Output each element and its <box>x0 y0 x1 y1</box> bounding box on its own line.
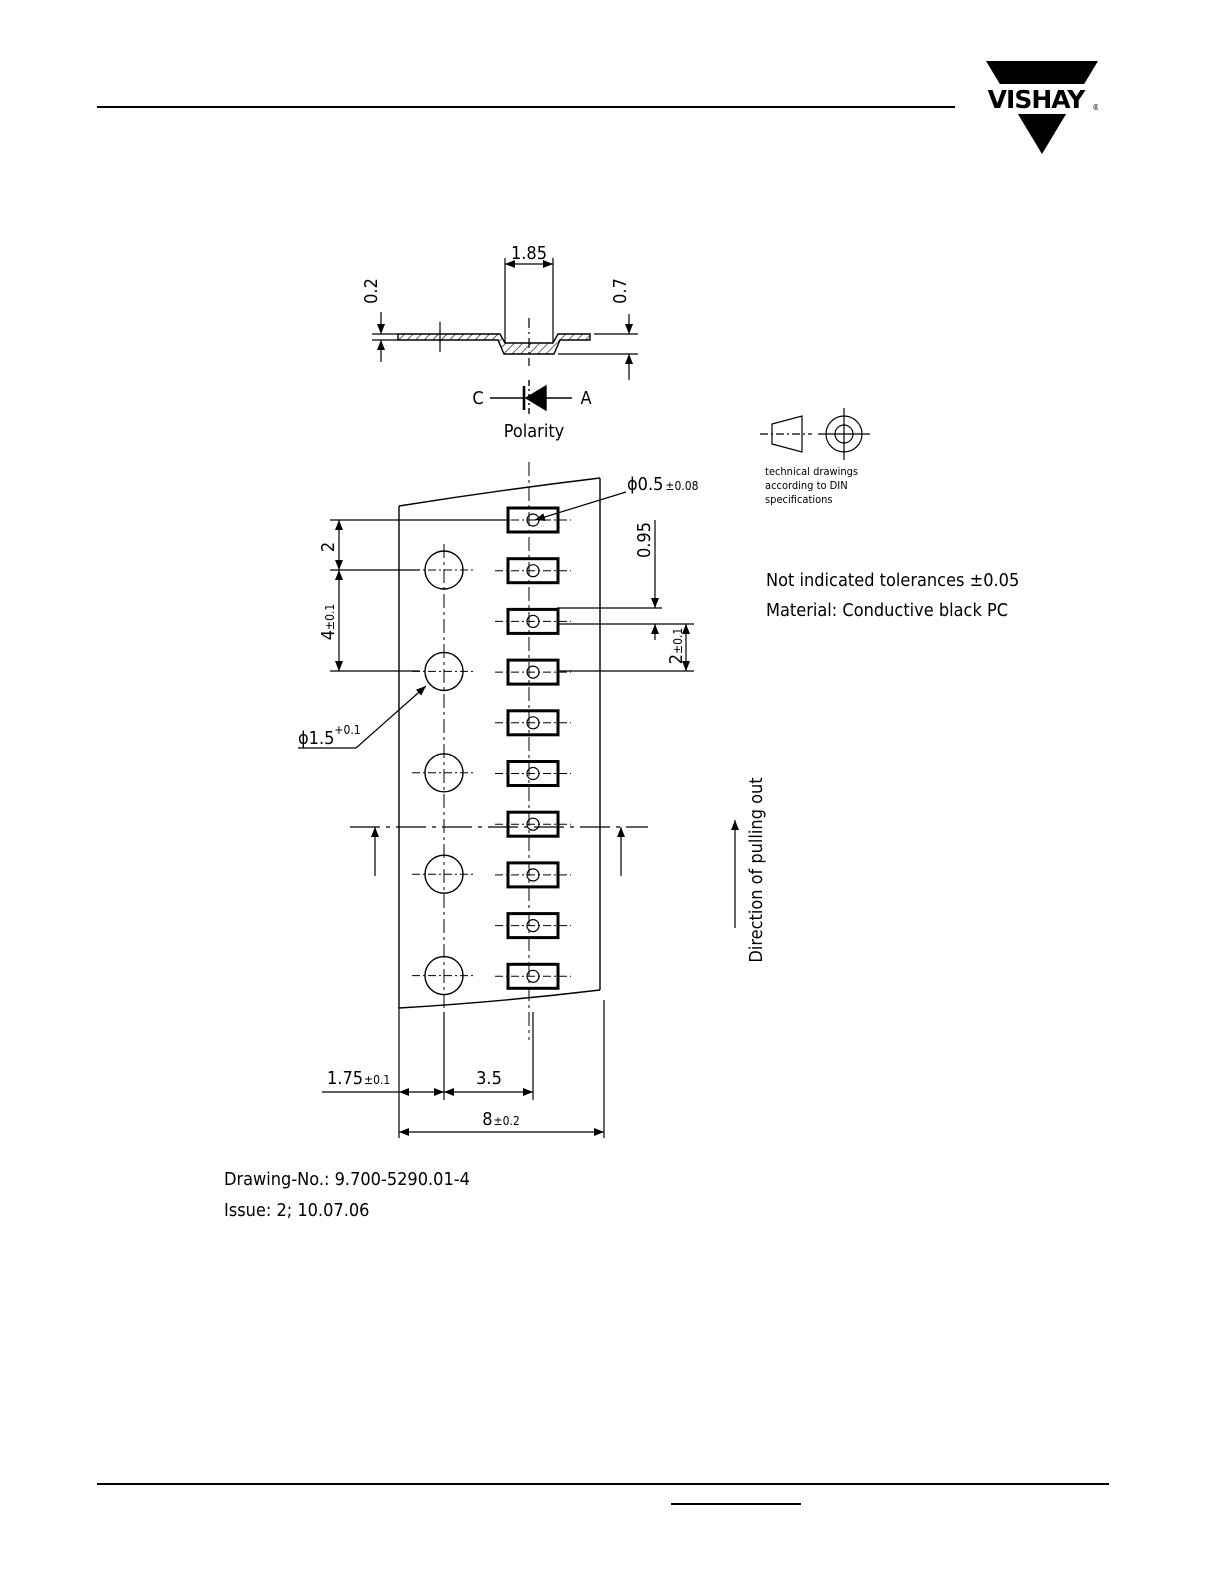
dim-pocket-pitch-value: 2 <box>666 654 687 664</box>
dim-sprocket-offset: 2 <box>318 542 339 552</box>
drawing-issue: Issue: 2; 10.07.06 <box>224 1200 369 1221</box>
note-material: Material: Conductive black PC <box>766 600 1008 621</box>
polarity-anode-label: A <box>580 388 591 409</box>
dim-sprocket-pitch: 4±0.1 <box>318 604 339 641</box>
dim-edge-distance: 1.75±0.1 <box>327 1068 390 1089</box>
tape-cross-section <box>372 258 638 380</box>
pocket-group <box>495 508 571 988</box>
dim-top-width: 1.85 <box>511 243 547 264</box>
note-tolerances: Not indicated tolerances ±0.05 <box>766 570 1019 591</box>
footer-link-underline <box>671 1503 801 1505</box>
drawing-number: Drawing-No.: 9.700-5290.01-4 <box>224 1169 470 1190</box>
section-cut-line <box>350 827 648 876</box>
dim-pocket-pitch-tol: ±0.1 <box>671 628 685 654</box>
dim-hole-diameter-value: ϕ0.5 <box>627 474 663 495</box>
dim-sprocket-pitch-tol: ±0.1 <box>323 604 337 630</box>
dim-center-distance: 3.5 <box>476 1068 502 1089</box>
polarity-cathode-label: C <box>472 388 483 409</box>
hole-diameter-leader <box>535 492 626 520</box>
footer-rule <box>97 1483 1109 1485</box>
dim-pocket-gap: 0.95 <box>634 522 655 558</box>
polarity-diode-icon <box>490 380 572 416</box>
dim-hole-diameter-tol: ±0.08 <box>665 479 698 493</box>
dim-pocket-pitch: 2±0.1 <box>666 628 687 665</box>
polarity-label: Polarity <box>504 421 565 442</box>
din-note-line-2: according to DIN <box>765 479 848 492</box>
dim-top-thickness: 0.2 <box>361 278 382 304</box>
dim-sprocket-diameter-tol: +0.1 <box>334 723 360 737</box>
dim-edge-distance-tol: ±0.1 <box>364 1073 390 1087</box>
dim-tape-width-tol: ±0.2 <box>494 1114 520 1128</box>
dim-sprocket-diameter-value: ϕ1.5 <box>298 728 334 749</box>
dim-hole-diameter: ϕ0.5±0.08 <box>627 474 699 495</box>
dim-tape-width: 8±0.2 <box>482 1109 520 1130</box>
dim-pocket-depth: 0.7 <box>610 278 631 304</box>
din-note-line-3: specifications <box>765 493 833 506</box>
dim-edge-distance-value: 1.75 <box>327 1068 363 1089</box>
direction-label: Direction of pulling out <box>746 777 767 962</box>
dim-tape-width-value: 8 <box>482 1109 492 1130</box>
din-note-line-1: technical drawings <box>765 465 858 478</box>
din-projection-icon <box>760 408 870 460</box>
dim-sprocket-pitch-value: 4 <box>318 630 339 640</box>
dim-sprocket-diameter: ϕ1.5+0.1 <box>298 723 361 749</box>
bottom-dimensions <box>322 1000 604 1138</box>
sprocket-offset-dimension <box>330 520 510 671</box>
